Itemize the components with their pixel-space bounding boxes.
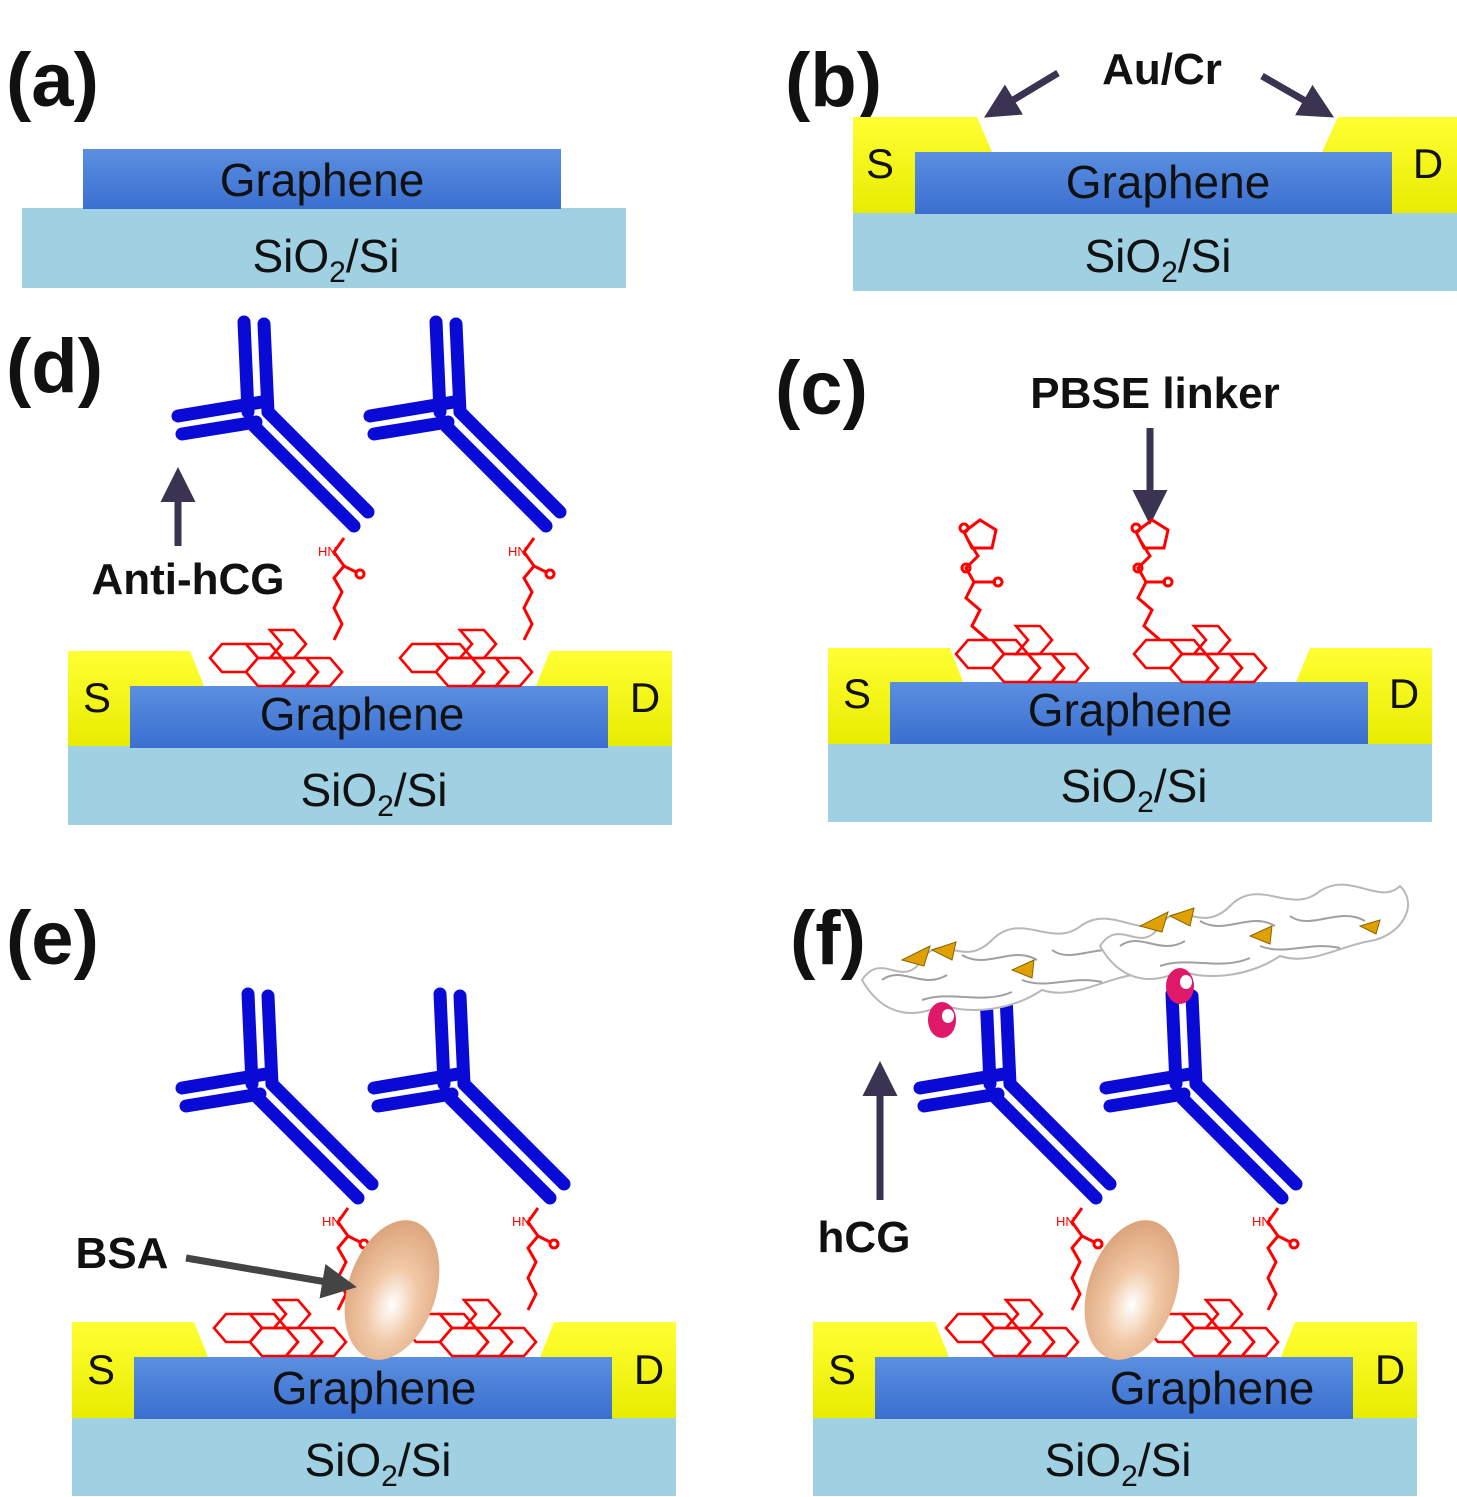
graphene-label: Graphene [1028,684,1233,736]
panel-f: (f) S D Graphene SiO2/Si HN HN hCG [790,883,1417,1496]
panel-label-d: (d) [6,324,103,409]
source-electrode [68,651,204,746]
source-electrode [828,648,963,744]
bsa-arrow [185,1254,357,1299]
au-cr-arrow-right [1260,72,1335,118]
anti-hcg-callout: Anti-hCG [91,555,284,604]
panel-label-f: (f) [790,896,866,981]
source-label: S [828,1346,856,1393]
source-label: S [87,1346,115,1393]
panel-d: (d) S D Graphene SiO2/Si HN HN Anti-hCG [6,322,672,825]
au-cr-callout: Au/Cr [1102,45,1222,94]
substrate-label: SiO2/Si [1044,1434,1191,1493]
pbse-linker-callout: PBSE linker [1030,369,1279,418]
drain-label: D [1413,140,1443,187]
substrate-layer [853,211,1457,291]
graphene-label: Graphene [272,1362,477,1414]
source-label: S [866,140,894,187]
pbse-linker-1 [954,518,1090,684]
source-electrode [72,1322,208,1418]
substrate-layer [813,1416,1417,1496]
linker-2-hn-label: HN [1252,1214,1271,1229]
panel-b: (b) S D Graphene SiO2/Si Au/Cr [785,38,1457,291]
panel-c: (c) S D Graphene SiO2/Si PBSE linker [775,346,1432,822]
substrate-label: SiO2/Si [252,230,399,289]
source-electrode [853,117,992,213]
linker-1-hn-label: HN [318,544,337,559]
hcg-protein-2 [1099,883,1410,1005]
antibody-1 [182,994,372,1198]
antibody-2 [374,994,564,1198]
substrate-layer [72,1416,676,1496]
linker-1 [208,537,366,688]
drain-electrode [540,1322,676,1418]
graphene-layer [890,682,1368,744]
bsa-protein [344,1220,440,1360]
drain-electrode [1281,1322,1417,1418]
drain-label: D [630,674,660,721]
antibody-1 [178,322,368,526]
substrate-label: SiO2/Si [304,1434,451,1493]
linker-1-hn-label: HN [322,1214,341,1229]
substrate-layer [22,208,626,288]
substrate-layer [68,745,672,825]
graphene-layer [875,1357,1353,1419]
panel-a: (a) Graphene SiO2/Si [6,38,626,289]
graphene-label: Graphene [220,154,425,206]
drain-electrode [536,651,672,746]
panel-label-e: (e) [6,896,99,981]
linker-2 [398,537,556,688]
linker-2 [402,1207,560,1358]
antibody-2 [1106,994,1296,1198]
panel-label-a: (a) [6,38,99,123]
source-label: S [843,670,871,717]
linker-2-hn-label: HN [512,1214,531,1229]
substrate-label: SiO2/Si [1060,760,1207,819]
graphene-layer [130,686,608,748]
graphene-label: Graphene [1110,1362,1315,1414]
drain-label: D [634,1346,664,1393]
drain-electrode [1322,117,1457,213]
panel-label-c: (c) [775,346,868,431]
panel-e: (e) S D Graphene SiO2/Si HN HN BSA [6,896,676,1496]
hcg-callout: hCG [818,1213,911,1262]
panel-label-b: (b) [785,38,882,123]
graphene-layer [83,149,561,209]
linker-1 [944,1207,1104,1358]
linker-2 [1144,1207,1300,1358]
pbse-linker-2 [1130,518,1268,684]
drain-label: D [1375,1346,1405,1393]
drain-electrode [1296,648,1432,744]
graphene-label: Graphene [260,688,465,740]
linker-1-hn-label: HN [1056,1214,1075,1229]
bsa-callout: BSA [76,1229,169,1278]
au-cr-arrow-left [984,70,1060,118]
substrate-layer [828,742,1432,822]
source-label: S [83,674,111,721]
substrate-label: SiO2/Si [300,764,447,823]
graphene-label: Graphene [1066,156,1271,208]
graphene-layer [134,1357,612,1419]
drain-label: D [1389,670,1419,717]
bsa-protein [1084,1220,1180,1360]
graphene-layer [915,152,1392,214]
substrate-label: SiO2/Si [1084,230,1231,289]
source-electrode [813,1322,949,1418]
linker-2-hn-label: HN [508,544,527,559]
antibody-2 [370,322,560,526]
